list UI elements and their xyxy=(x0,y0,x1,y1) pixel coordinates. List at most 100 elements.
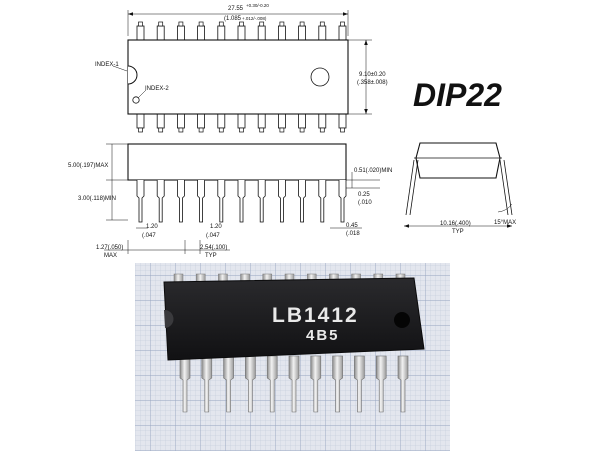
chip-notch xyxy=(164,309,174,328)
photo-pin-front xyxy=(288,355,300,413)
bottom-pin-tip xyxy=(218,127,224,133)
top-pin xyxy=(176,25,185,41)
side-lead xyxy=(338,180,347,223)
bottom-pin-tip xyxy=(340,127,345,133)
side-lead xyxy=(217,180,226,223)
side-lead xyxy=(318,180,327,223)
end-view-body xyxy=(415,142,501,179)
top-pin-tip xyxy=(319,21,325,27)
top-pins-lower xyxy=(136,113,347,133)
pitch-b-label: 1.20 xyxy=(210,224,222,230)
top-pin-tip xyxy=(299,21,305,27)
end-lead-note: MAX xyxy=(104,253,117,259)
top-pin-tip xyxy=(259,21,265,27)
width-inch-label: (.358±.008) xyxy=(357,80,388,86)
bottom-pin-tip xyxy=(158,127,164,133)
side-lead xyxy=(156,180,165,223)
index-2-dot xyxy=(132,96,140,104)
photo-pin-front xyxy=(354,355,365,413)
bottom-pin xyxy=(156,113,165,129)
top-pin xyxy=(257,25,266,41)
top-pin xyxy=(217,25,226,41)
side-view: 5.00(.197)MAX 3.00(.118)MIN 0.51(.020)MI… xyxy=(68,143,392,259)
row-spacing-label: 10.16(.400) xyxy=(440,221,471,227)
chip-body xyxy=(163,277,425,361)
side-lead xyxy=(197,180,205,223)
pitch-b-inch-label: (.047 xyxy=(206,233,220,239)
bottom-pin xyxy=(217,113,226,129)
pitch-note: TYP xyxy=(205,253,217,259)
top-pin xyxy=(197,25,206,41)
top-pin xyxy=(338,25,347,41)
top-pin-tip xyxy=(178,21,184,27)
bottom-pin xyxy=(318,113,327,129)
side-view-body xyxy=(127,143,347,181)
length-tol-label: +0.30/-0.20 xyxy=(246,3,269,8)
length-inch-tol-label: +.012/-.008) xyxy=(242,16,267,21)
top-pin-tip xyxy=(138,21,143,27)
index-1-leader xyxy=(112,65,128,72)
photo-pins xyxy=(173,273,409,413)
top-pin xyxy=(237,25,246,41)
top-pin-tip xyxy=(198,21,204,27)
bottom-pin xyxy=(237,113,246,129)
top-pin-tip xyxy=(218,21,224,27)
angle-label: 15°MAX xyxy=(494,220,516,226)
top-pin xyxy=(156,25,165,41)
top-pin xyxy=(318,25,327,41)
side-lead xyxy=(298,180,306,223)
bottom-pin xyxy=(298,113,307,129)
length-inch-label: (1.085 xyxy=(224,16,242,22)
chip-marking-line1: LB1412 xyxy=(272,304,359,327)
bottom-pin-tip xyxy=(198,127,204,133)
photo-pin-front xyxy=(266,355,278,413)
photo-pin-front xyxy=(310,355,322,413)
photo-pin-front xyxy=(201,355,213,413)
photo-pin-front xyxy=(223,355,234,413)
length-main-label: 27.55 xyxy=(228,6,244,12)
angle-arc xyxy=(497,203,513,213)
side-lead xyxy=(237,180,246,223)
bottom-pin xyxy=(277,113,286,129)
photo-pin-front xyxy=(332,355,343,413)
photo-pin-front xyxy=(245,355,256,413)
top-pin-tip xyxy=(340,21,345,27)
pitch-a-inch-label: (.047 xyxy=(142,233,156,239)
end-lead-label: 1.27(.050) xyxy=(96,245,123,251)
index-notch xyxy=(127,65,138,85)
bottom-pin xyxy=(197,113,206,129)
lead-thick-inch-label: (.018 xyxy=(346,231,360,237)
bottom-pin xyxy=(176,113,185,129)
ejector-pin-mark xyxy=(310,67,330,87)
row-spacing-note: TYP xyxy=(452,229,464,235)
end-view: 10.16(.400) TYP 15°MAX xyxy=(404,142,516,235)
bottom-pin xyxy=(136,113,145,129)
side-pins xyxy=(136,180,347,223)
pitch-label: 2.54(.100) xyxy=(200,245,227,251)
top-view: 27.55 +0.30/-0.20 (1.085 +.012/-.008) IN… xyxy=(95,3,388,133)
photo-pin-front xyxy=(375,355,387,413)
top-pin xyxy=(298,25,307,41)
side-lead xyxy=(136,180,145,223)
seat-min-label: 3.00(.118)MIN xyxy=(78,196,116,202)
chip-marking-line2: 4B5 xyxy=(306,327,340,344)
chip-dimple xyxy=(394,312,410,328)
chip-photo: LB1412 4B5 xyxy=(135,263,450,451)
bottom-pin xyxy=(257,113,266,129)
index-2-leader xyxy=(137,89,147,99)
photo-pin-front xyxy=(397,355,409,413)
pitch-a-label: 1.20 xyxy=(146,224,158,230)
bottom-pin-tip xyxy=(319,127,325,133)
bottom-pin-tip xyxy=(279,127,285,133)
bottom-pin-tip xyxy=(259,127,265,133)
bottom-pin xyxy=(338,113,347,129)
top-view-body xyxy=(127,39,349,115)
index-1-label: INDEX-1 xyxy=(95,62,119,68)
top-pins-upper xyxy=(136,21,347,41)
photo-pin-front xyxy=(179,355,191,413)
width-main-label: 9.10±0.20 xyxy=(359,72,386,78)
lead-width-inch-label: (.010 xyxy=(358,200,372,206)
top-pin xyxy=(277,25,286,41)
top-pin-tip xyxy=(239,21,244,27)
top-pin-tip xyxy=(158,21,164,27)
